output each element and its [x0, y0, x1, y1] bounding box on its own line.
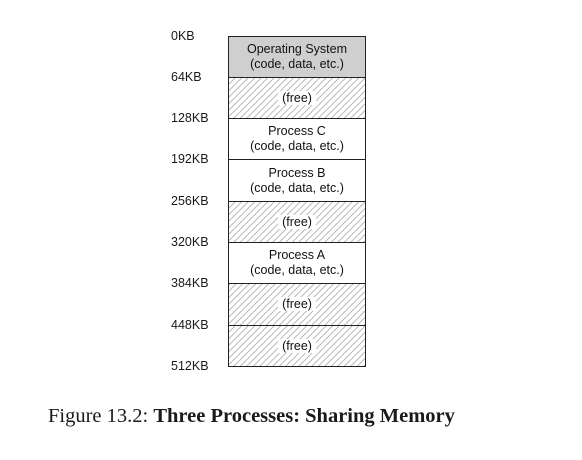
free-segment: (free)	[228, 283, 366, 325]
caption-title: Three Processes: Sharing Memory	[153, 405, 455, 427]
free-segment: (free)	[228, 324, 366, 368]
process-segment: Process A (code, data, etc.)	[228, 242, 366, 284]
address-label: 192KB	[171, 152, 209, 167]
address-label: 512KB	[171, 358, 209, 373]
os-segment: Operating System (code, data, etc.)	[228, 35, 366, 77]
address-label: 448KB	[171, 317, 209, 332]
segment-label: Process A (code, data, etc.)	[250, 248, 344, 278]
address-label: 128KB	[171, 111, 209, 126]
address-label: 64KB	[171, 69, 202, 84]
process-segment: Process C (code, data, etc.)	[228, 118, 366, 160]
segment-label: (free)	[278, 338, 316, 353]
free-segment: (free)	[228, 76, 366, 119]
free-segment: (free)	[228, 200, 366, 242]
segment-label: Operating System (code, data, etc.)	[246, 41, 348, 71]
process-segment: Process B (code, data, etc.)	[228, 159, 366, 201]
caption-prefix: Figure 13.2:	[48, 405, 154, 427]
segment-label: Process B (code, data, etc.)	[250, 165, 344, 195]
segment-label: (free)	[278, 214, 316, 229]
figure-caption: Figure 13.2: Three Processes: Sharing Me…	[48, 405, 455, 428]
segment-label: (free)	[278, 90, 316, 105]
segment-label: (free)	[278, 297, 316, 312]
segment-label: Process C (code, data, etc.)	[250, 124, 344, 154]
address-label: 320KB	[171, 235, 209, 249]
address-label: 0KB	[171, 28, 195, 43]
address-label: 384KB	[171, 276, 209, 291]
address-label: 256KB	[171, 193, 209, 208]
